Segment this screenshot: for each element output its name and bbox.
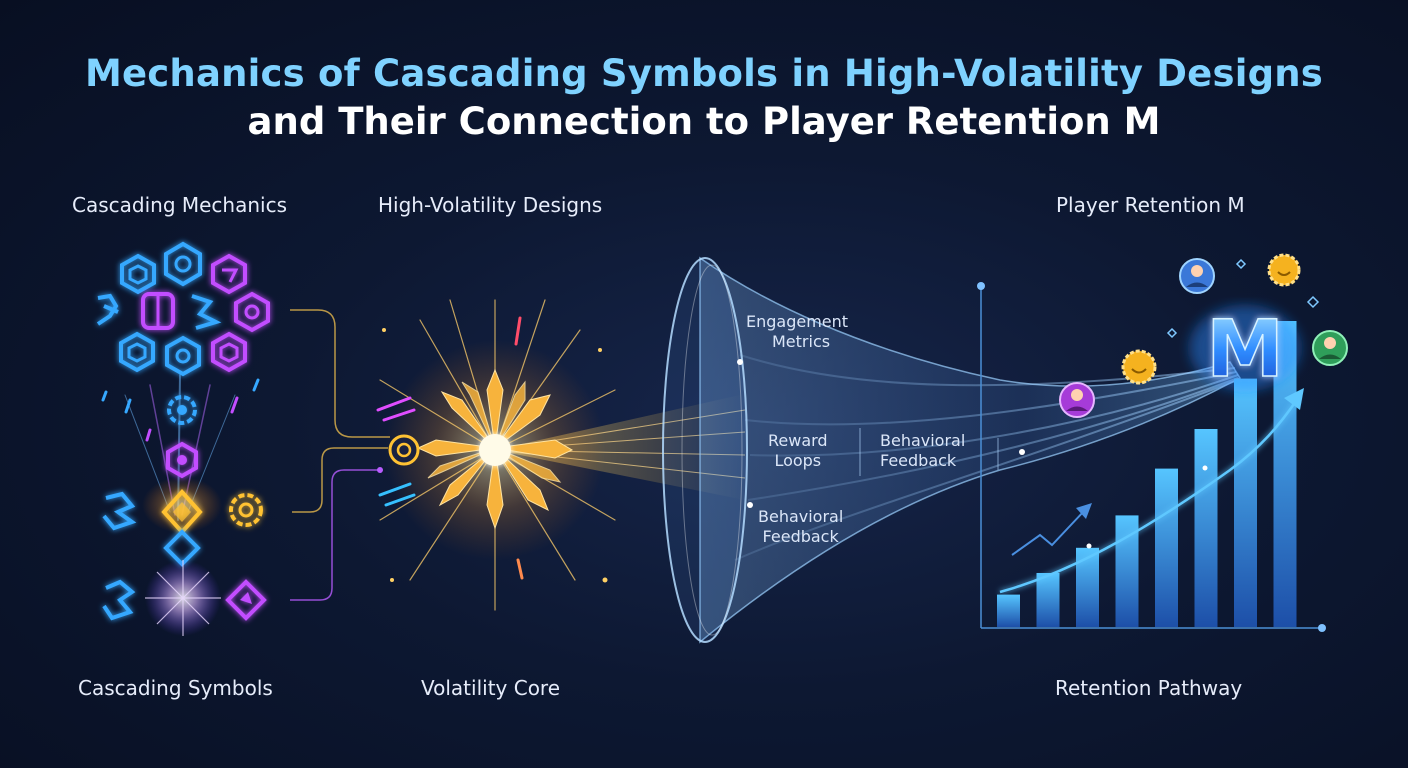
sparkle-diamond-icon	[1166, 258, 1320, 339]
retention-chart	[977, 282, 1326, 632]
symbol-diamond-icon	[163, 529, 201, 567]
symbol-hexagon-icon	[211, 331, 247, 373]
retention-bar	[997, 594, 1020, 627]
player-avatar-icon	[1179, 258, 1215, 294]
engagement-line-2: Metrics	[772, 332, 831, 351]
symbol-diamond-icon	[225, 579, 267, 621]
symbol-glyph-icon	[191, 294, 222, 330]
behavioral-1-line-1: Behavioral	[880, 431, 966, 450]
label-cascading-symbols: Cascading Symbols	[78, 676, 273, 700]
symbol-gear-icon	[229, 493, 263, 527]
symbol-hexagon-icon	[165, 335, 201, 377]
reward-line-1: Reward	[768, 431, 828, 450]
engagement-line-1: Engagement	[746, 312, 849, 331]
behavioral-2-line-2: Feedback	[762, 527, 839, 546]
reward-line-2: Loops	[774, 451, 822, 470]
symbol-hexagon-icon	[234, 291, 270, 333]
label-volatility-core: Volatility Core	[421, 676, 561, 700]
retention-bar	[1194, 429, 1218, 627]
funnel-label-reward: Reward Loops	[768, 431, 828, 471]
player-avatar-icon	[1312, 330, 1348, 366]
symbol-hexagon-icon	[166, 441, 198, 479]
symbol-glyph-icon	[96, 293, 119, 326]
smile-coin-icon	[1121, 349, 1157, 385]
symbol-hexagon-icon	[120, 253, 156, 295]
retention-bar	[1076, 547, 1099, 627]
volatility-core	[376, 299, 746, 611]
symbol-glyph-icon	[102, 579, 136, 621]
retention-bar	[1036, 573, 1060, 627]
coin-node-icon	[388, 434, 420, 466]
m-letter: M	[1206, 305, 1284, 395]
symbol-hexagon-icon	[119, 331, 155, 373]
engagement-funnel	[662, 256, 1242, 644]
cascading-symbols-column	[96, 241, 270, 636]
connector-lines	[290, 309, 390, 601]
label-retention-pathway: Retention Pathway	[1055, 676, 1243, 700]
title-line-2: and Their Connection to Player Retention…	[247, 100, 1161, 143]
funnel-label-behavioral-2: Behavioral Feedback	[758, 507, 843, 547]
player-avatar-icon	[1059, 382, 1095, 418]
funnel-label-behavioral-1: Behavioral Feedback	[880, 431, 965, 471]
symbol-glyph-icon	[102, 491, 137, 531]
label-high-volatility: High-Volatility Designs	[378, 193, 603, 217]
smile-coin-icon	[1267, 253, 1301, 287]
behavioral-2-line-1: Behavioral	[758, 507, 844, 526]
retention-bar	[1155, 468, 1178, 627]
crystal-burst-icon	[416, 368, 574, 530]
label-player-retention: Player Retention M	[1056, 193, 1245, 217]
behavioral-1-line-2: Feedback	[880, 451, 957, 470]
symbol-hexagon-icon	[164, 241, 202, 287]
symbol-gear-icon	[167, 395, 197, 425]
symbol-hexagon-icon	[211, 253, 247, 295]
label-cascading-mechanics: Cascading Mechanics	[72, 193, 288, 217]
retention-bar	[1234, 378, 1257, 627]
retention-bar	[1115, 515, 1139, 627]
funnel-label-engagement: Engagement Metrics	[746, 312, 848, 352]
retention-m-badge: M	[1190, 304, 1300, 396]
title-line-1: Mechanics of Cascading Symbols in High-V…	[84, 52, 1324, 95]
symbol-glyph-icon	[141, 292, 175, 330]
